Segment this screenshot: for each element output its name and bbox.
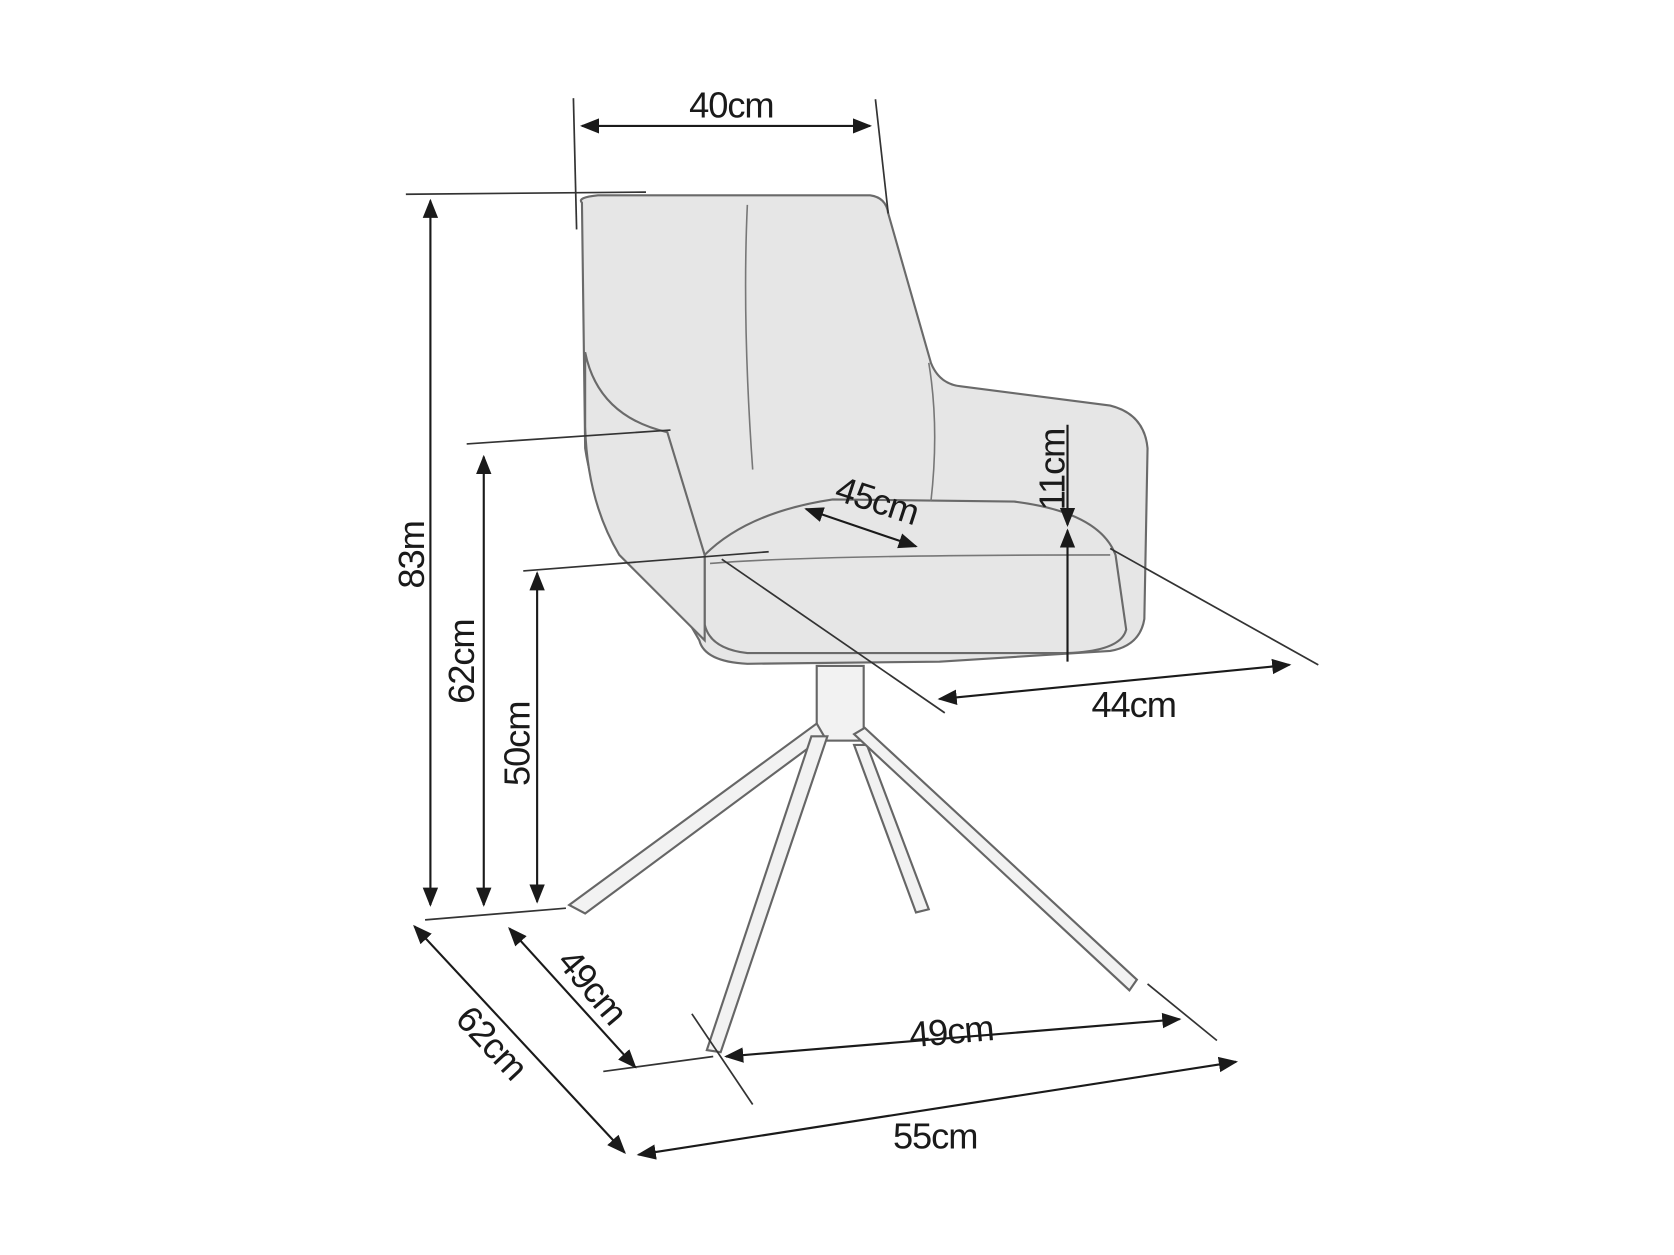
label-base-width: 49cm: [907, 1007, 995, 1055]
chair-seat: [703, 498, 1128, 655]
label-armrest-above-seat: 11cm: [1031, 429, 1072, 511]
chair-leg-back: [852, 743, 931, 914]
dimension-arrows: [413, 118, 1292, 1160]
label-seat-width: 44cm: [1091, 684, 1175, 725]
label-total-width: 55cm: [893, 1115, 977, 1156]
label-seat-height: 50cm: [497, 702, 538, 786]
arrow-total-width: [636, 1056, 1239, 1160]
seat-front-seam: [709, 554, 1111, 565]
backrest-seam: [744, 204, 754, 470]
label-armrest-height: 62cm: [441, 619, 482, 703]
arrow-seat-width: [937, 658, 1292, 705]
chair-swivel-column: [815, 664, 865, 742]
arrow-base-depth: [508, 927, 637, 1069]
chair-left-arm: [584, 351, 706, 643]
backrest-side-seam: [927, 362, 936, 502]
chair-leg-front: [705, 735, 829, 1054]
arrow-seat-depth: [804, 507, 918, 549]
chair-leg-right: [852, 726, 1139, 992]
chair-illustration: [567, 194, 1149, 1054]
label-total-height: 83m: [391, 521, 432, 588]
label-backrest-width: 40cm: [689, 84, 773, 125]
arrow-base-width: [724, 1012, 1182, 1063]
chair-leg-left: [567, 721, 826, 915]
